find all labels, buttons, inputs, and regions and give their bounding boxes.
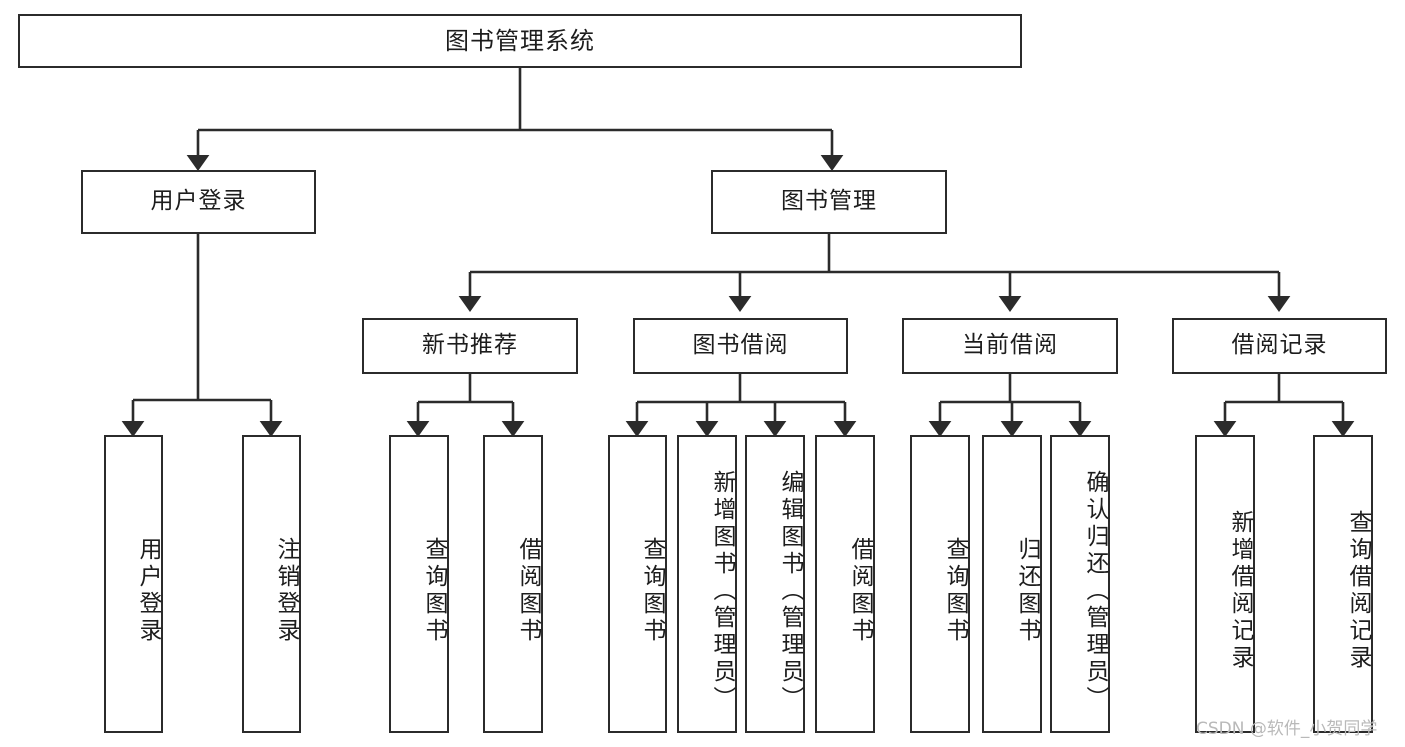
node-new-book-recommend[interactable]: 新书推荐 bbox=[362, 318, 578, 374]
node-user-login[interactable]: 用户登录 bbox=[81, 170, 316, 234]
node-new-book-recommend-label: 新书推荐 bbox=[422, 332, 518, 359]
node-leaf-query-book-3-label: 查询图书 bbox=[942, 537, 968, 645]
node-leaf-user-login[interactable]: 用户登录 bbox=[104, 435, 163, 733]
node-book-borrow[interactable]: 图书借阅 bbox=[633, 318, 848, 374]
node-leaf-query-book-1[interactable]: 查询图书 bbox=[389, 435, 449, 733]
node-leaf-add-book-label: 新增图书（管理员） bbox=[709, 469, 735, 713]
node-leaf-return-book-label: 归还图书 bbox=[1014, 537, 1040, 645]
node-leaf-query-book-3[interactable]: 查询图书 bbox=[910, 435, 970, 733]
node-current-borrow[interactable]: 当前借阅 bbox=[902, 318, 1118, 374]
node-leaf-add-book[interactable]: 新增图书（管理员） bbox=[677, 435, 737, 733]
node-leaf-edit-book-label: 编辑图书（管理员） bbox=[777, 469, 803, 713]
node-leaf-confirm-return[interactable]: 确认归还（管理员） bbox=[1050, 435, 1110, 733]
node-leaf-add-record-label: 新增借阅记录 bbox=[1227, 510, 1253, 672]
node-leaf-add-record[interactable]: 新增借阅记录 bbox=[1195, 435, 1255, 733]
node-leaf-edit-book[interactable]: 编辑图书（管理员） bbox=[745, 435, 805, 733]
node-root-label: 图书管理系统 bbox=[445, 26, 595, 55]
node-leaf-borrow-book-2-label: 借阅图书 bbox=[847, 537, 873, 645]
node-leaf-borrow-book-1-label: 借阅图书 bbox=[515, 537, 541, 645]
node-book-borrow-label: 图书借阅 bbox=[692, 332, 789, 359]
node-root[interactable]: 图书管理系统 bbox=[18, 14, 1022, 68]
node-current-borrow-label: 当前借阅 bbox=[962, 332, 1058, 359]
node-leaf-borrow-book-1[interactable]: 借阅图书 bbox=[483, 435, 543, 733]
node-leaf-query-book-1-label: 查询图书 bbox=[421, 537, 447, 645]
node-leaf-return-book[interactable]: 归还图书 bbox=[982, 435, 1042, 733]
node-borrow-record[interactable]: 借阅记录 bbox=[1172, 318, 1387, 374]
node-borrow-record-label: 借阅记录 bbox=[1231, 332, 1328, 359]
node-leaf-user-login-label: 用户登录 bbox=[135, 537, 161, 645]
node-leaf-query-book-2-label: 查询图书 bbox=[639, 537, 665, 645]
watermark: CSDN @软件_小贺同学 bbox=[1196, 719, 1378, 739]
node-leaf-query-record[interactable]: 查询借阅记录 bbox=[1313, 435, 1373, 733]
node-leaf-logout-label: 注销登录 bbox=[273, 537, 299, 645]
node-leaf-borrow-book-2[interactable]: 借阅图书 bbox=[815, 435, 875, 733]
node-book-management[interactable]: 图书管理 bbox=[711, 170, 947, 234]
node-leaf-confirm-return-label: 确认归还（管理员） bbox=[1082, 469, 1108, 713]
node-user-login-label: 用户登录 bbox=[150, 188, 247, 215]
node-leaf-query-record-label: 查询借阅记录 bbox=[1345, 510, 1371, 672]
node-leaf-query-book-2[interactable]: 查询图书 bbox=[608, 435, 667, 733]
node-book-management-label: 图书管理 bbox=[781, 188, 877, 215]
node-leaf-logout[interactable]: 注销登录 bbox=[242, 435, 301, 733]
